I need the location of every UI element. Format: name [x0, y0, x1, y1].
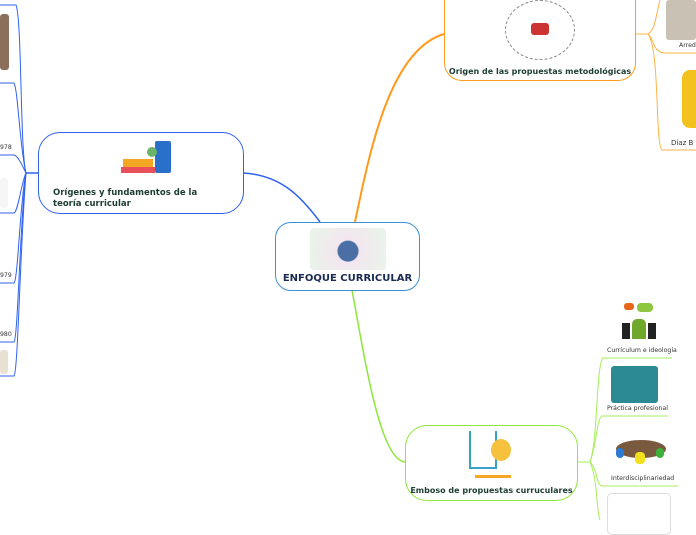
subtopic-image — [666, 0, 696, 40]
reader-illustration — [682, 70, 696, 128]
topic-title: Emboso de propuestas curruculares — [410, 486, 573, 495]
professional-practice-illustration — [611, 366, 658, 403]
central-topic[interactable]: ENFOQUE CURRICULAR — [275, 222, 420, 291]
subtopic-label-curriculum-ideologia[interactable]: Currículum e ideología — [607, 347, 677, 354]
lightbulb-document-illustration — [461, 431, 516, 479]
subtopic-label-interdisciplinariedad[interactable]: Interdisciplinariedad — [611, 475, 675, 482]
subtopic-image-card — [607, 493, 671, 535]
subtopic-image — [0, 14, 9, 70]
subtopic-label-diaz-barriga[interactable]: Díaz B — [671, 139, 694, 147]
mindmap-illustration — [310, 228, 386, 270]
topic-title: Origen de las propuestas metodológicas — [448, 67, 632, 76]
topic-origenes-fundamentos[interactable]: Orígenes y fundamentos de la teoría curr… — [38, 132, 244, 214]
subtopic-label-practica-profesional[interactable]: Práctica profesional — [607, 405, 668, 412]
topic-title: Orígenes y fundamentos de la teoría curr… — [53, 188, 198, 209]
ideology-illustration — [620, 303, 658, 339]
interdisciplinary-table-illustration — [610, 430, 670, 466]
subtopic-image — [0, 178, 8, 208]
subtopic-label-1980[interactable]: 980 — [0, 331, 12, 338]
subtopic-label-1978[interactable]: 978 — [0, 144, 12, 151]
subtopic-label-1979[interactable]: 979 — [0, 272, 12, 279]
topic-emboso-propuestas[interactable]: Emboso de propuestas curruculares — [405, 425, 578, 501]
subtopic-label-arredondo[interactable]: Arred — [679, 42, 696, 49]
connector-lines — [0, 0, 696, 520]
topic-origen-propuestas[interactable]: Origen de las propuestas metodológicas — [444, 0, 636, 81]
methodology-cycle-illustration — [505, 0, 575, 60]
subtopic-image — [0, 350, 8, 374]
books-illustration — [111, 141, 177, 181]
central-title: ENFOQUE CURRICULAR — [282, 273, 413, 284]
